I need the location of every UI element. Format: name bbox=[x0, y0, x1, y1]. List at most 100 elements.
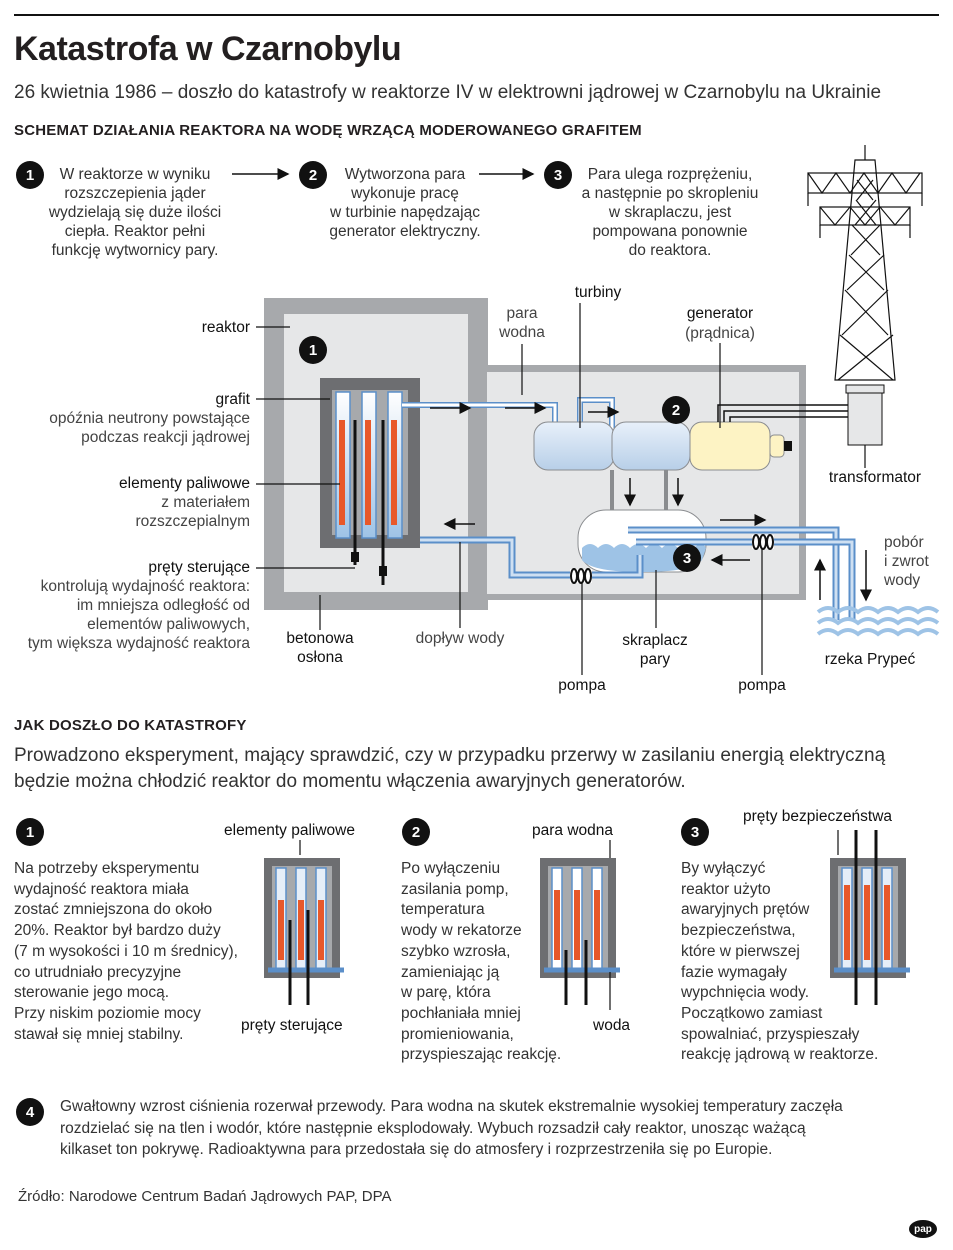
panel-line: 20%. Reaktor był bardzo duży bbox=[14, 922, 221, 940]
step-2-line: Wytworzona para bbox=[344, 166, 466, 183]
step-2-line: generator elektryczny. bbox=[329, 223, 481, 240]
mini-reactor-diagrams bbox=[264, 830, 910, 1010]
panel-line: zasilania pomp, bbox=[401, 880, 509, 898]
label-line: podczas reakcji jądrowej bbox=[81, 429, 250, 446]
disaster-heading: JAK DOSZŁO DO KATASTROFY bbox=[14, 717, 247, 734]
source-note: Źródło: Narodowe Centrum Badań Jądrowych… bbox=[18, 1188, 392, 1205]
panel-1-bottom-label: pręty sterujące bbox=[241, 1017, 343, 1034]
panel-line: zamieniając ją bbox=[401, 963, 500, 981]
mini-reactor-1 bbox=[264, 840, 344, 1005]
river-waves bbox=[816, 606, 940, 637]
panel-line: (7 m wysokości i 10 m średnicy), bbox=[14, 942, 238, 960]
generator-body bbox=[689, 421, 771, 471]
panel-line: stawał się mniej stabilny. bbox=[14, 1025, 184, 1043]
step-3-badge: 3 bbox=[544, 161, 572, 189]
transformer bbox=[845, 384, 885, 394]
label-line: wody bbox=[884, 572, 921, 589]
mini-reactor-3 bbox=[830, 830, 910, 1005]
label-graphite: grafit bbox=[215, 391, 250, 408]
step-1-line: W reaktorze w wyniku bbox=[59, 166, 211, 183]
label-line: betonowa bbox=[286, 630, 354, 647]
step-3-line: a następnie po skropleniu bbox=[581, 185, 759, 202]
label-fuel-elements: elementy paliwowe bbox=[119, 475, 250, 492]
diagram-marker-3: 3 bbox=[673, 544, 701, 572]
step-4-text: Gwałtowny wzrost ciśnienia rozerwał prze… bbox=[60, 1096, 940, 1161]
label-line: im mniejsza odległość od bbox=[76, 597, 250, 614]
step-3-line: w skraplaczu, jest bbox=[608, 204, 732, 221]
disaster-intro: Prowadzono eksperyment, mający sprawdzić… bbox=[14, 743, 914, 795]
step-3-line: Para ulega rozprężeniu, bbox=[587, 166, 753, 183]
panel-1-top-label: elementy paliwowe bbox=[224, 822, 355, 839]
label-line: osłona bbox=[297, 649, 343, 666]
label-line: rozszczepialnym bbox=[135, 513, 250, 530]
label-river: rzeka Prypeć bbox=[824, 651, 916, 668]
label-turbines: turbiny bbox=[574, 284, 622, 301]
panel-line: By wyłączyć bbox=[681, 860, 766, 877]
schema-heading: SCHEMAT DZIAŁANIA REAKTORA NA WODĘ WRZĄC… bbox=[14, 122, 642, 139]
panel-line: zostać zmniejszona do około bbox=[14, 901, 213, 919]
page-subtitle: 26 kwietnia 1986 – doszło do katastrofy … bbox=[14, 82, 882, 103]
step-1-line: wydzielają się duże ilości bbox=[48, 204, 222, 221]
panel-3-badge: 3 bbox=[681, 818, 709, 846]
label-line: pobór bbox=[884, 534, 924, 551]
label-reactor: reaktor bbox=[201, 319, 250, 336]
panel-2-badge: 2 bbox=[402, 818, 430, 846]
turbine bbox=[611, 421, 691, 471]
panel-line: Przy niskim poziomie mocy bbox=[14, 1004, 201, 1022]
label-line: pary bbox=[639, 651, 671, 668]
label-fuel-desc: z materiałem rozszczepialnym bbox=[40, 493, 250, 531]
label-line: opóźnia neutrony powstające bbox=[49, 410, 250, 427]
panel-line: bezpieczeństwa, bbox=[681, 922, 796, 940]
panel-line: pochłaniała mniej bbox=[401, 1004, 521, 1022]
step-1-line: funkcję wytwornicy pary. bbox=[51, 242, 219, 259]
label-control-rods: pręty sterujące bbox=[148, 559, 250, 576]
label-line: elementów paliwowych, bbox=[87, 616, 250, 633]
label-concrete-shell: betonowa osłona bbox=[270, 629, 370, 667]
step-1-line: ciepła. Reaktor pełni bbox=[64, 223, 206, 240]
panel-3-text: By wyłączyć reaktor użyto awaryjnych prę… bbox=[681, 859, 901, 1066]
panel-line: fazie wymagały bbox=[681, 963, 787, 981]
pump-2 bbox=[752, 534, 774, 550]
panel-line: reakcję jądrową w reaktorze. bbox=[681, 1046, 879, 1064]
turbine bbox=[533, 421, 615, 471]
step-3-line: do reaktora. bbox=[628, 242, 712, 259]
step-2-line: w turbinie napędzając bbox=[330, 204, 480, 221]
mini-reactor-2 bbox=[540, 840, 620, 1010]
panel-line: co utrudniało precyzyjne bbox=[14, 963, 182, 981]
step-2-line: wykonuje pracę bbox=[351, 185, 459, 202]
top-rule bbox=[14, 14, 939, 16]
page-title: Katastrofa w Czarnobylu bbox=[14, 30, 402, 68]
label-condenser: skraplacz pary bbox=[610, 631, 700, 669]
fuel-channels bbox=[335, 391, 403, 539]
power-tower bbox=[807, 145, 923, 381]
diagram-marker-1: 1 bbox=[299, 336, 327, 364]
label-graphite-desc: opóźnia neutrony powstające podczas reak… bbox=[10, 409, 250, 447]
panel-line: wydajność reaktora miała bbox=[14, 880, 189, 898]
panel-line: Po wyłączeniu bbox=[401, 860, 501, 877]
intro-line: będzie można chłodzić reaktor do momentu… bbox=[14, 771, 686, 792]
label-line: tym większa wydajność reaktora bbox=[27, 635, 250, 652]
final-line: Gwałtowny wzrost ciśnienia rozerwał prze… bbox=[60, 1098, 843, 1115]
panel-2-top-label: para wodna bbox=[532, 822, 614, 839]
label-line: para bbox=[506, 305, 538, 322]
step-1-line: rozszczepienia jąder bbox=[64, 185, 206, 202]
panel-3-top-label: pręty bezpieczeństwa bbox=[743, 808, 893, 825]
panel-1-text: Na potrzeby eksperymentu wydajność reakt… bbox=[14, 859, 264, 1045]
panel-line: temperatura bbox=[401, 901, 485, 919]
panel-line: wody w rekatorze bbox=[401, 922, 522, 940]
panel-line: wypchnięcia wody. bbox=[681, 984, 810, 1002]
panel-line: sterowanie jego mocą. bbox=[14, 984, 170, 1002]
label-water-intake: pobór i zwrot wody bbox=[884, 533, 944, 590]
panel-line: promieniowania, bbox=[401, 1025, 514, 1043]
step-2-text: Wytworzona para wykonuje pracę w turbini… bbox=[305, 165, 505, 241]
pap-logo: pap bbox=[909, 1220, 937, 1238]
panel-line: które w pierwszej bbox=[681, 942, 800, 960]
step-2-badge: 2 bbox=[299, 161, 327, 189]
step-1-text: W reaktorze w wyniku rozszczepienia jąde… bbox=[30, 165, 240, 260]
diagram-marker-2: 2 bbox=[662, 396, 690, 424]
label-generator: generator bbox=[686, 305, 754, 322]
panel-line: Początkowo zamiast bbox=[681, 1004, 823, 1022]
label-transformer: transformator bbox=[828, 469, 922, 486]
final-line: rozdzielać się na tlen i wodór, które na… bbox=[60, 1119, 806, 1137]
panel-line: awaryjnych prętów bbox=[681, 901, 810, 919]
